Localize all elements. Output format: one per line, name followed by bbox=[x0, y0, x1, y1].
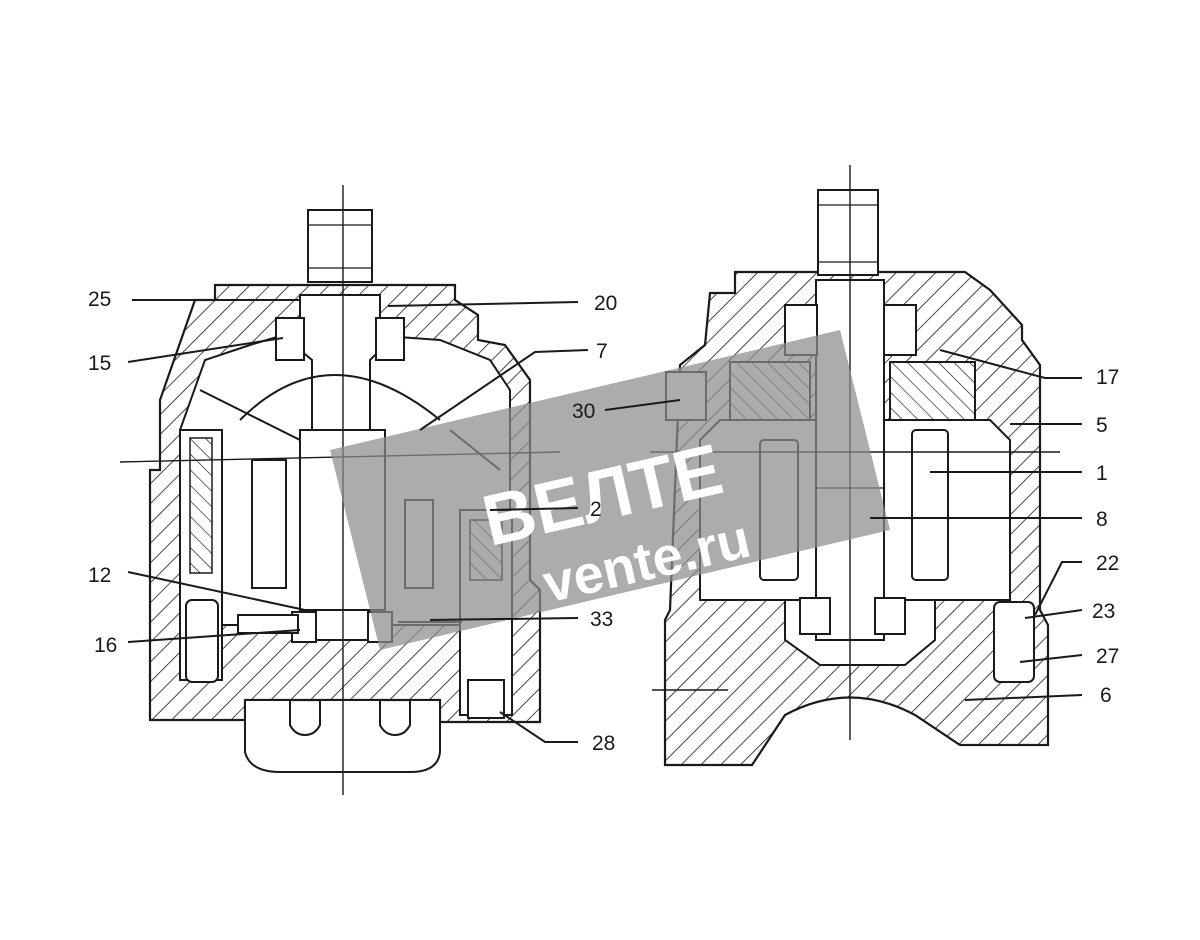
label-20: 20 bbox=[594, 292, 617, 315]
label-22: 22 bbox=[1096, 552, 1119, 575]
label-5: 5 bbox=[1096, 414, 1108, 437]
left-shaft-top bbox=[307, 209, 373, 283]
leader-6 bbox=[964, 694, 1083, 701]
label-1: 1 bbox=[1096, 462, 1108, 485]
label-23: 23 bbox=[1092, 600, 1115, 623]
label-6: 6 bbox=[1100, 684, 1112, 707]
leader-23 bbox=[1024, 609, 1083, 619]
callout-labels: 25 15 12 16 20 7 30 2 33 28 17 5 1 8 22 … bbox=[88, 288, 1119, 755]
leader-2 bbox=[489, 507, 579, 511]
right-swash-right bbox=[889, 361, 976, 421]
label-12: 12 bbox=[88, 564, 111, 587]
leader-30 bbox=[604, 399, 681, 411]
label-7: 7 bbox=[596, 340, 608, 363]
label-2: 2 bbox=[590, 498, 602, 521]
label-30: 30 bbox=[572, 400, 595, 423]
label-8: 8 bbox=[1096, 508, 1108, 531]
leader-12 bbox=[127, 571, 306, 611]
label-33: 33 bbox=[590, 608, 613, 631]
leader-28 bbox=[499, 711, 578, 743]
label-17: 17 bbox=[1096, 366, 1119, 389]
right-shaft-top bbox=[817, 189, 879, 276]
watermark-band bbox=[330, 330, 890, 650]
label-28: 28 bbox=[592, 732, 615, 755]
leader-20 bbox=[387, 301, 579, 307]
leader-16 bbox=[127, 629, 301, 643]
right-bearing-lower-l bbox=[799, 597, 831, 635]
leader-27 bbox=[1019, 654, 1083, 663]
left-bearing-upper-r bbox=[375, 317, 405, 361]
leader-lines bbox=[127, 299, 1083, 743]
right-bearing-upper-r bbox=[883, 304, 917, 356]
leader-33 bbox=[429, 617, 579, 621]
leader-7 bbox=[419, 349, 589, 431]
leader-17 bbox=[939, 349, 1082, 379]
label-27: 27 bbox=[1096, 645, 1119, 668]
label-15: 15 bbox=[88, 352, 111, 375]
left-swash-arc bbox=[239, 374, 441, 421]
leader-15 bbox=[127, 337, 284, 363]
right-plug bbox=[993, 601, 1035, 683]
left-piston-1 bbox=[251, 459, 287, 589]
label-16: 16 bbox=[94, 634, 117, 657]
right-piston-2 bbox=[911, 429, 949, 581]
right-bearing-lower-r bbox=[874, 597, 906, 635]
leader-22 bbox=[1034, 561, 1082, 616]
label-25: 25 bbox=[88, 288, 111, 311]
